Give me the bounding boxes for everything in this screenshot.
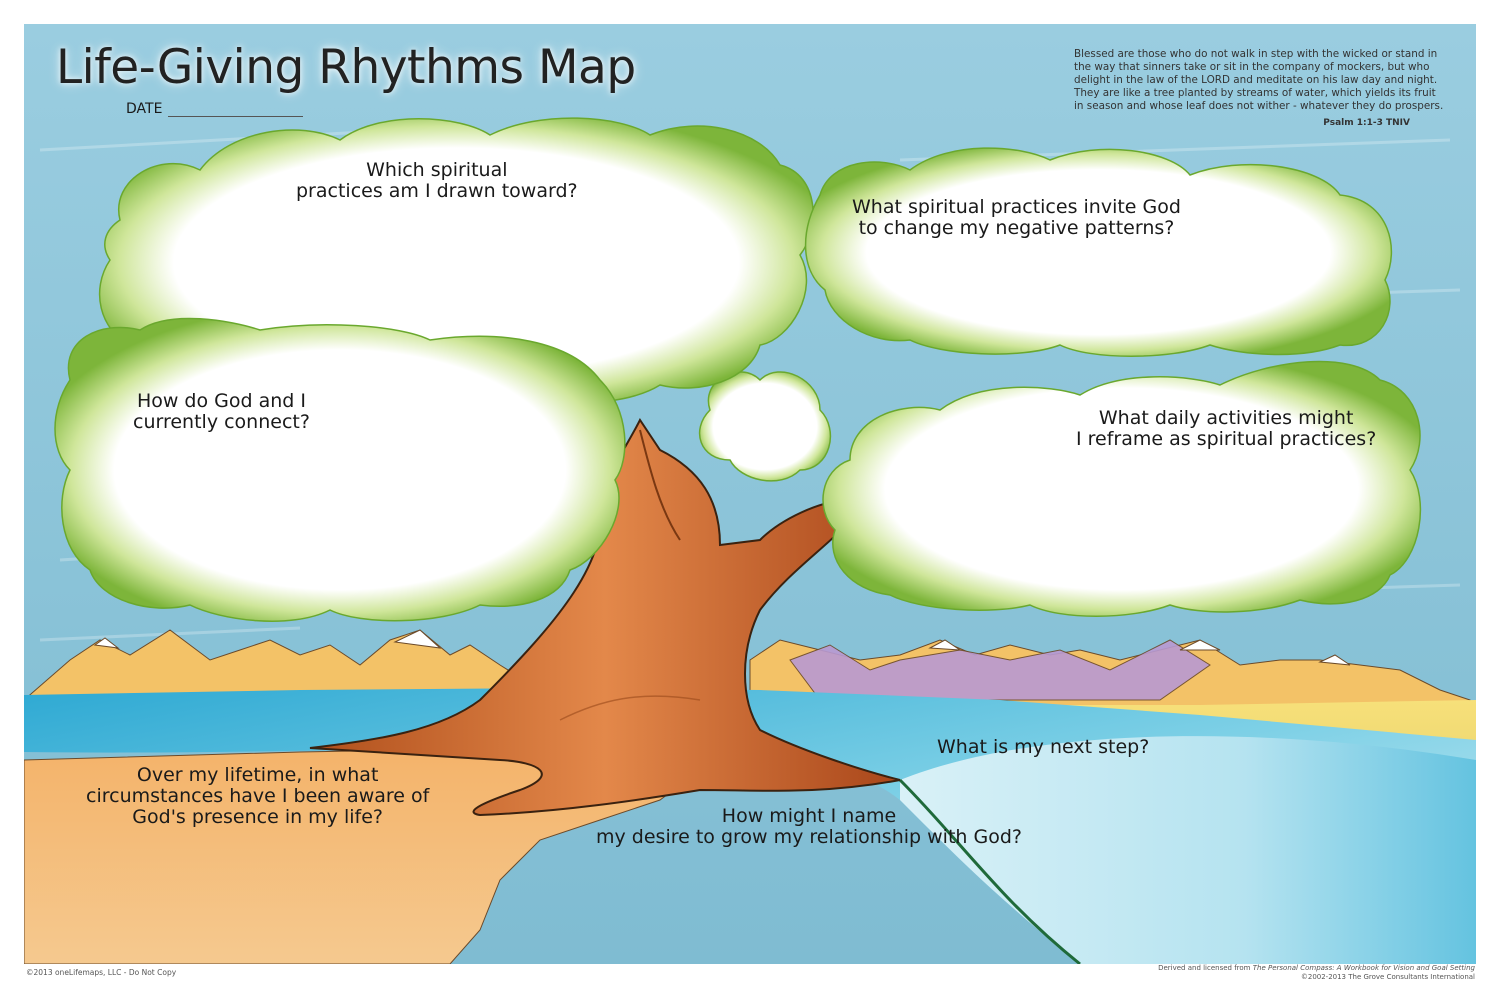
prompt-daily-activities[interactable]: What daily activities might I reframe as…	[1076, 408, 1376, 450]
prompt-lifetime[interactable]: Over my lifetime, in what circumstances …	[86, 765, 429, 828]
prompt-connect[interactable]: How do God and I currently connect?	[133, 391, 310, 433]
prompt-line: I reframe as spiritual practices?	[1076, 428, 1377, 450]
prompt-negative-patterns[interactable]: What spiritual practices invite God to c…	[852, 197, 1181, 239]
page-title: Life-Giving Rhythms Map	[56, 40, 636, 95]
date-line[interactable]	[168, 105, 304, 117]
copyright-left: ©2013 oneLifemaps, LLC - Do Not Copy	[26, 968, 177, 977]
psalm-verse: Blessed are those who do not walk in ste…	[1074, 48, 1444, 112]
prompt-line: to change my negative patterns?	[858, 217, 1175, 239]
license-prefix: Derived and licensed from	[1158, 964, 1253, 972]
prompt-line: currently connect?	[133, 411, 310, 433]
prompt-line: What is my next step?	[937, 736, 1150, 758]
prompt-name-desire[interactable]: How might I name my desire to grow my re…	[596, 806, 1022, 848]
tree-trunk	[309, 418, 901, 817]
date-label: DATE	[126, 101, 163, 117]
prompt-line: What spiritual practices invite God	[852, 196, 1181, 218]
riverbank-line	[898, 778, 1081, 966]
prompt-line: What daily activities might	[1098, 407, 1354, 429]
prompt-line: How might I name	[721, 805, 897, 827]
prompt-next-step[interactable]: What is my next step?	[937, 737, 1149, 758]
prompt-line: circumstances have I been aware of	[86, 785, 430, 807]
license-line2: ©2002-2013 The Grove Consultants Interna…	[1300, 972, 1475, 981]
date-field[interactable]: DATE	[126, 101, 304, 117]
prompt-line: How do God and I	[136, 390, 306, 412]
prompt-line: God's presence in my life?	[132, 806, 383, 828]
prompt-drawn-toward[interactable]: Which spiritual practices am I drawn tow…	[296, 160, 578, 202]
license-title: The Personal Compass: A Workbook for Vis…	[1252, 964, 1475, 972]
psalm-reference: Psalm 1:1-3 TNIV	[1323, 118, 1410, 128]
prompt-line: my desire to grow my relationship with G…	[596, 826, 1022, 848]
prompt-line: Which spiritual	[366, 159, 508, 181]
copyright-right: Derived and licensed from The Personal C…	[1150, 964, 1475, 981]
river-right	[900, 736, 1476, 964]
foliage	[54, 117, 1422, 622]
prompt-line: practices am I drawn toward?	[296, 180, 578, 202]
prompt-line: Over my lifetime, in what	[136, 764, 379, 786]
